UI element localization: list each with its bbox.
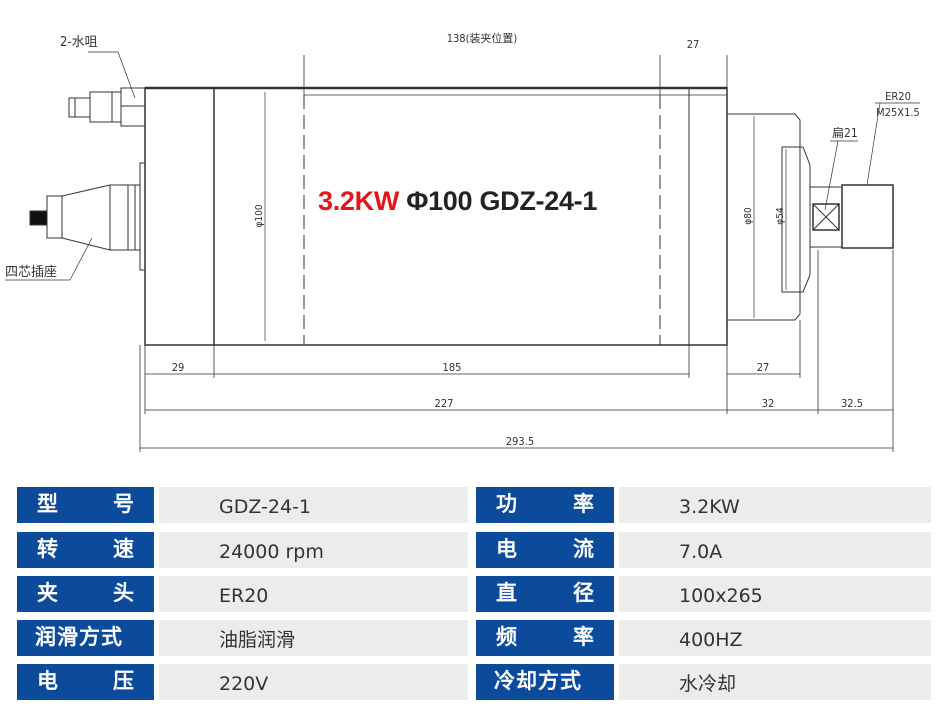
spec-label: 频率 [476, 620, 614, 656]
title-model: Φ100 GDZ-24-1 [406, 186, 598, 216]
dim-bottom-27: 27 [757, 361, 770, 374]
label-dia-front: φ80 [743, 207, 754, 225]
spec-value: 24000 rpm [159, 532, 468, 568]
label-dia-nose: φ54 [775, 207, 786, 225]
dim-227: 227 [435, 397, 454, 410]
spec-label-text: 径 [573, 582, 594, 605]
dim-total: 293.5 [506, 435, 534, 448]
spec-label-text: 转 [37, 538, 58, 561]
spec-label: 功率 [476, 487, 614, 523]
spindle-nose [727, 113, 894, 321]
spec-label-text: 电 [37, 670, 58, 693]
label-flat: 扁21 [832, 126, 858, 140]
spec-label-text: 直 [496, 582, 517, 605]
spec-label-text: 频 [496, 626, 517, 649]
spec-value: 3.2KW [619, 487, 931, 523]
spec-label-text: 速 [113, 538, 134, 561]
title-power: 3.2KW [318, 186, 400, 216]
dim-29: 29 [172, 361, 185, 374]
spec-value: GDZ-24-1 [159, 487, 468, 523]
spec-label: 电压 [17, 664, 154, 700]
spec-value: 7.0A [619, 532, 931, 568]
label-collet: ER20 [885, 90, 911, 103]
spec-label: 直径 [476, 576, 614, 612]
label-plug: 四芯插座 [5, 265, 57, 280]
spec-label-text: 冷却方式 [494, 670, 582, 693]
spec-label-text: 压 [113, 670, 134, 693]
label-thread: M25X1.5 [876, 106, 920, 119]
label-dia-body: φ100 [254, 204, 265, 227]
spec-label-text: 型 [37, 493, 58, 516]
spec-label-text: 率 [573, 626, 594, 649]
spec-label: 润滑方式 [17, 620, 154, 656]
spec-label-text: 润滑方式 [35, 626, 123, 649]
dim-top-27: 27 [687, 38, 700, 51]
water-nozzle [68, 51, 146, 127]
spec-label-text: 功 [496, 493, 517, 516]
spec-value: ER20 [159, 576, 468, 612]
dim-185: 185 [443, 361, 462, 374]
four-pin-socket [5, 162, 146, 281]
product-title: 3.2KW Φ100 GDZ-24-1 [318, 186, 597, 217]
label-water-nozzle: 2-水咀 [60, 35, 98, 50]
spindle-drawing: 138(装夹位置) 27 29 185 27 227 32 32.5 293.5… [5, 31, 920, 452]
spec-label-text: 头 [113, 582, 134, 605]
spec-value: 220V [159, 664, 468, 700]
spindle-body [144, 86, 728, 346]
spec-label: 型号 [17, 487, 154, 523]
spec-label: 电流 [476, 532, 614, 568]
spec-value: 水冷却 [619, 664, 931, 700]
spec-label: 转速 [17, 532, 154, 568]
spec-label-text: 流 [573, 538, 594, 561]
dim-clamp: 138(装夹位置) [447, 31, 518, 45]
spec-value: 100x265 [619, 576, 931, 612]
dimension-lines [139, 55, 894, 452]
spec-label: 冷却方式 [476, 664, 614, 700]
spec-label-text: 号 [113, 493, 134, 516]
spec-label-text: 夹 [37, 582, 58, 605]
spec-label-text: 率 [573, 493, 594, 516]
spec-value: 400HZ [619, 620, 931, 656]
dim-32: 32 [762, 397, 775, 410]
spec-label-text: 电 [496, 538, 517, 561]
dim-32-5: 32.5 [841, 397, 863, 410]
spec-label: 夹头 [17, 576, 154, 612]
spec-value: 油脂润滑 [159, 620, 468, 656]
